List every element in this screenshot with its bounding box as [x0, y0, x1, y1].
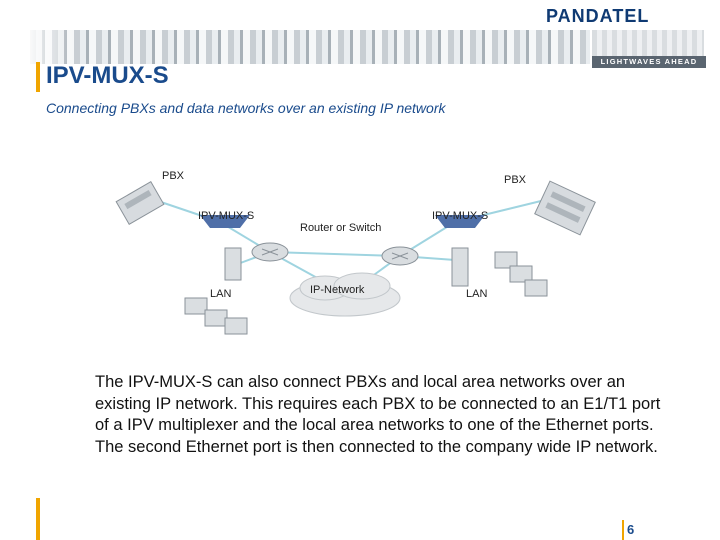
- pbx-right-icon: [534, 180, 596, 236]
- label-pbx-right: PBX: [504, 174, 527, 186]
- label-mux-right: IPV-MUX-S: [432, 210, 489, 222]
- header-banner-image: [30, 30, 590, 64]
- label-pbx-left: PBX: [162, 170, 185, 182]
- page-number-accent: [622, 520, 624, 540]
- router-right-icon: [381, 246, 419, 266]
- label-lan-left: LAN: [210, 288, 232, 300]
- network-diagram-svg: [115, 180, 596, 335]
- mux-left-icon: [200, 215, 250, 228]
- logo-tagline: LIGHTWAVES AHEAD: [592, 56, 706, 68]
- label-router: Router or Switch: [300, 222, 382, 234]
- footer-accent-bar: [36, 498, 40, 540]
- body-paragraph: The IPV-MUX-S can also connect PBXs and …: [95, 373, 661, 456]
- ip-network-cloud-icon: [289, 272, 401, 317]
- lan-right-computers-icon: [451, 247, 548, 297]
- network-diagram: PBX PBX IPV-MUX-S IPV-MUX-S Router or Sw…: [100, 160, 620, 360]
- label-lan-right: LAN: [466, 288, 488, 300]
- link-routers: [269, 251, 401, 257]
- page-title: IPV-MUX-S: [46, 62, 169, 89]
- label-ip-network: IP-Network: [310, 284, 365, 296]
- pbx-left-icon: [115, 181, 165, 225]
- title-accent-bar: [36, 62, 40, 92]
- page-number: 6: [627, 522, 635, 537]
- mux-right-icon: [435, 215, 485, 228]
- page-subtitle: Connecting PBXs and data networks over a…: [46, 100, 446, 116]
- label-mux-left: IPV-MUX-S: [198, 210, 255, 222]
- lan-left-computers-icon: [184, 247, 248, 335]
- company-logo: PANDATEL: [546, 6, 650, 26]
- router-left-icon: [251, 242, 289, 262]
